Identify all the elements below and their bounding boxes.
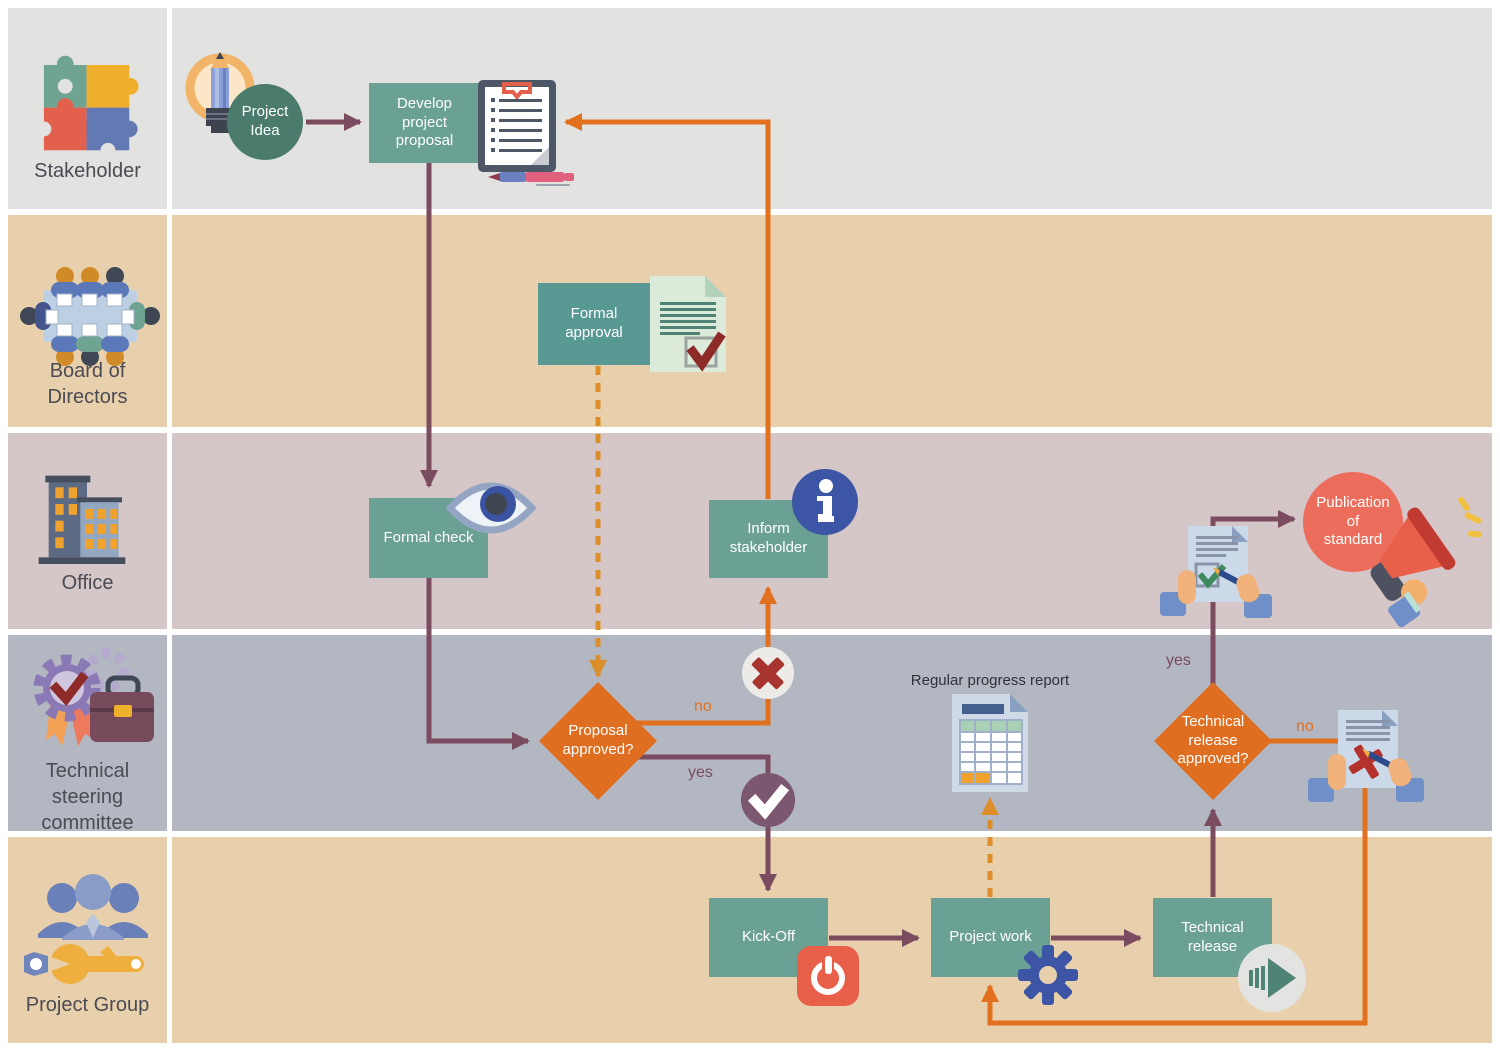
task-develop-proposal: Develop project proposal [369,83,480,163]
lane-label-board: Board of Directors [47,360,128,408]
lane-committee [172,635,1492,831]
office-building-icon [38,475,126,564]
megaphone-icon [1370,496,1482,628]
award-briefcase-icon [33,648,154,746]
cross-circle-icon [742,647,794,699]
lane-board [172,215,1492,427]
clipboard-icon [478,80,556,172]
fast-forward-icon [1238,944,1306,1012]
sign-approved-document-icon [1160,526,1272,618]
edge-label-release-yes: yes [1166,652,1191,669]
lane-label-office: Office [61,572,114,594]
meeting-table-icon [20,267,160,366]
task-technical-release: Technical release [1153,898,1272,977]
gear-icon [1018,945,1078,1005]
team-wrench-icon [24,874,148,984]
edge-label-proposal-no: no [694,698,712,715]
edge-label-release-no: no [1296,718,1314,735]
puzzle-icon [36,55,139,154]
start-event-project-idea: Project Idea [227,84,303,160]
eye-icon [446,482,536,534]
progress-report-label: Regular progress report [910,672,1070,689]
lane-label-group: Project Group [25,994,150,1016]
lane-label-committee: Technical steering committee [41,760,134,834]
task-formal-approval: Formal approval [538,283,650,365]
lane-label-stakeholder: Stakeholder [34,160,141,182]
edge-label-proposal-yes: yes [688,764,713,781]
check-circle-icon [741,773,795,827]
info-icon [792,469,858,535]
rejected-document-icon [1308,710,1424,802]
approved-document-icon [650,276,726,372]
pen-icon [488,172,574,186]
progress-report-table-icon [952,694,1028,792]
power-icon [797,946,859,1006]
